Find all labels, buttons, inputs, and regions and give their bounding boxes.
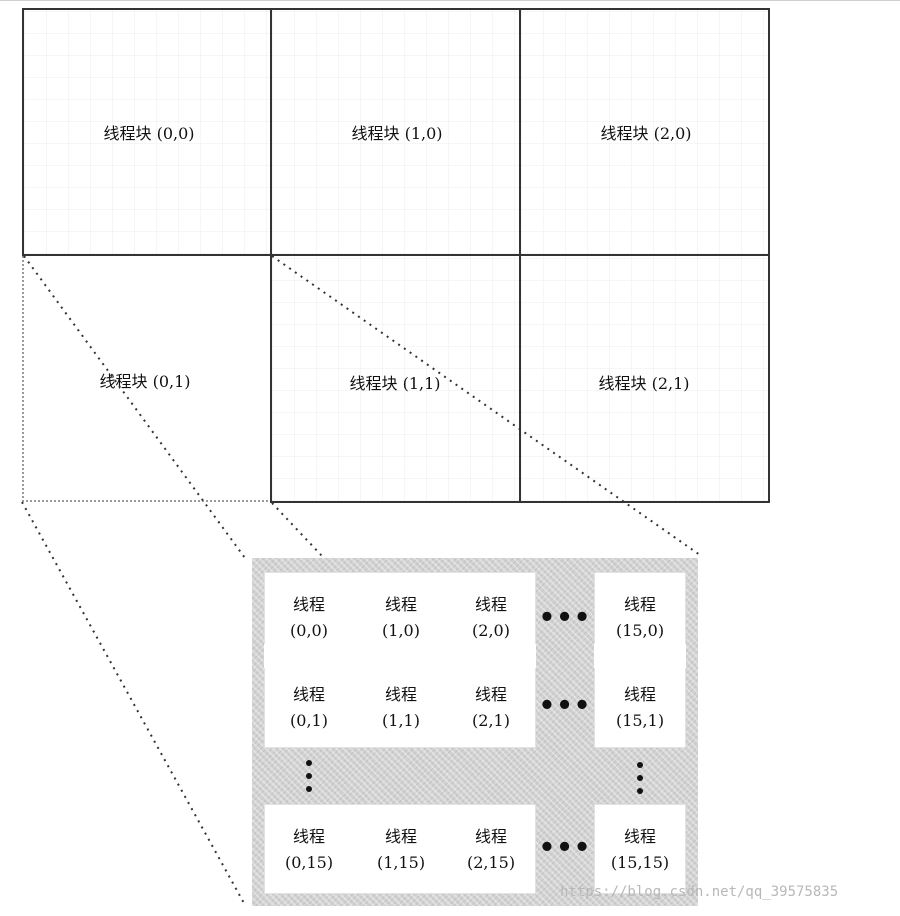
block-label-1-1: 线程块 (1,1): [349, 374, 441, 393]
top-border-line: [0, 0, 900, 1]
vertical-ellipsis: [305, 760, 313, 799]
horizontal-ellipsis: •••: [538, 603, 592, 633]
connector-line: [271, 502, 323, 557]
connector-line: [21, 501, 246, 906]
block-label-2-0: 线程块 (2,0): [600, 124, 692, 143]
thread-block-detail: 线程(0,0) 线程(1,0) 线程(2,0) 线程(15,0) ••• 线程(…: [252, 558, 698, 906]
thread-2-1: 线程(2,1): [472, 685, 510, 730]
thread-1-15: 线程(1,15): [376, 827, 426, 872]
thread-2-0: 线程(2,0): [472, 595, 510, 640]
watermark-text: https://blog.csdn.net/qq_39575835: [560, 884, 839, 900]
block-cell-1-1: 线程块 (1,1): [270, 254, 521, 503]
thread-15-0: 线程(15,0): [615, 595, 665, 640]
block-label-2-1: 线程块 (2,1): [598, 374, 690, 393]
vertical-ellipsis: [636, 762, 644, 801]
block-cell-1-0: 线程块 (1,0): [270, 8, 521, 256]
connector-line: [271, 255, 701, 556]
block-label-1-0: 线程块 (1,0): [351, 124, 443, 143]
thread-1-1: 线程(1,1): [382, 685, 420, 730]
thread-15-1: 线程(15,1): [615, 685, 665, 730]
thread-0-0: 线程(0,0): [290, 595, 328, 640]
thread-1-0: 线程(1,0): [382, 595, 420, 640]
thread-box: [594, 804, 686, 894]
thread-box: [594, 572, 686, 648]
block-cell-0-1: 线程块 (0,1): [22, 256, 272, 502]
connector-line: [23, 255, 246, 559]
block-label-0-1: 线程块 (0,1): [99, 372, 191, 391]
block-cell-2-1: 线程块 (2,1): [519, 254, 770, 503]
block-cell-0-0: 线程块 (0,0): [22, 8, 272, 256]
thread-15-15: 线程(15,15): [610, 827, 670, 872]
thread-box: [594, 662, 686, 748]
thread-box: [594, 644, 686, 668]
thread-2-15: 线程(2,15): [466, 827, 516, 872]
thread-0-1: 线程(0,1): [290, 685, 328, 730]
block-cell-2-0: 线程块 (2,0): [519, 8, 770, 256]
block-label-0-0: 线程块 (0,0): [103, 124, 195, 143]
thread-box: [264, 804, 536, 894]
horizontal-ellipsis: •••: [538, 691, 592, 721]
thread-box: [264, 644, 536, 668]
horizontal-ellipsis: •••: [538, 833, 592, 863]
thread-0-15: 线程(0,15): [284, 827, 334, 872]
thread-box: [264, 662, 536, 748]
